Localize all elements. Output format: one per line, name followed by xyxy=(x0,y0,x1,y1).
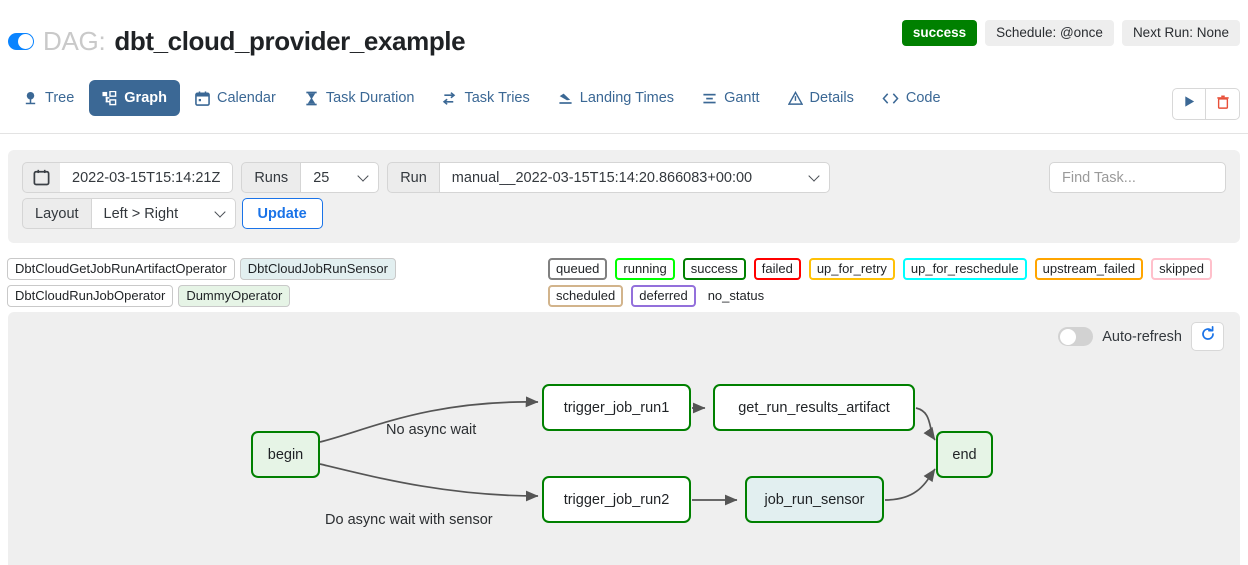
calendar-icon xyxy=(195,90,210,106)
tab-label: Code xyxy=(905,90,941,106)
node-label: trigger_job_run2 xyxy=(563,491,670,508)
layout-label: Layout xyxy=(22,198,92,229)
dag-actions xyxy=(1172,88,1240,120)
tab-label: Tree xyxy=(45,90,75,106)
state-chip-success[interactable]: success xyxy=(682,258,746,280)
page-title: dbt_cloud_provider_example xyxy=(114,26,466,56)
dag-title: DAG: dbt_cloud_provider_example xyxy=(8,26,466,57)
state-legend: queued running success failed up_for_ret… xyxy=(548,258,1248,307)
node-label: trigger_job_run1 xyxy=(563,399,670,416)
state-chip-up-for-retry[interactable]: up_for_retry xyxy=(808,258,895,280)
tab-tree[interactable]: Tree xyxy=(10,80,87,116)
code-icon xyxy=(882,91,899,106)
legend-area: DbtCloudGetJobRunArtifactOperator DbtClo… xyxy=(0,256,1248,307)
graph-edges xyxy=(319,396,936,506)
next-run-badge: Next Run: None xyxy=(1121,20,1240,46)
tab-landing-times[interactable]: Landing Times xyxy=(545,80,687,116)
trigger-dag-button[interactable] xyxy=(1172,88,1206,120)
gantt-icon xyxy=(702,91,717,106)
triangle-icon xyxy=(787,90,803,106)
tab-code[interactable]: Code xyxy=(869,80,954,116)
graph-node-end[interactable]: end xyxy=(936,431,993,478)
toggle-on-icon[interactable] xyxy=(8,33,34,50)
state-chip-scheduled[interactable]: scheduled xyxy=(548,285,624,307)
tab-details[interactable]: Details xyxy=(775,80,867,116)
tab-label: Graph xyxy=(124,90,167,106)
state-chip-skipped[interactable]: skipped xyxy=(1151,258,1212,280)
tab-calendar[interactable]: Calendar xyxy=(182,80,289,116)
operator-chip[interactable]: DbtCloudRunJobOperator xyxy=(7,285,174,307)
edge-label-do-async-wait-with-sensor: Do async wait with sensor xyxy=(325,512,493,528)
tab-label: Landing Times xyxy=(579,90,675,106)
layout-group: Layout Left > Right xyxy=(22,198,236,229)
trash-icon xyxy=(1216,95,1230,114)
retry-icon xyxy=(442,91,457,106)
graph-node-trigger-job-run1[interactable]: trigger_job_run1 xyxy=(542,384,691,431)
runs-label: Runs xyxy=(241,162,302,193)
auto-refresh-toggle[interactable] xyxy=(1058,327,1094,346)
delete-dag-button[interactable] xyxy=(1206,88,1240,120)
graph-icon xyxy=(102,90,117,106)
state-chip-no-status[interactable]: no_status xyxy=(703,285,773,307)
node-label: get_run_results_artifact xyxy=(738,399,890,416)
runs-group: Runs 25 xyxy=(241,162,380,193)
page-header: DAG: dbt_cloud_provider_example success … xyxy=(0,0,1248,72)
state-chip-running[interactable]: running xyxy=(615,258,675,280)
state-chip-deferred[interactable]: deferred xyxy=(631,285,696,307)
find-task-input[interactable]: Find Task... xyxy=(1049,162,1226,193)
state-chip-queued[interactable]: queued xyxy=(548,258,608,280)
graph-node-job-run-sensor[interactable]: job_run_sensor xyxy=(745,476,884,523)
view-tabs: Tree Graph Calendar Task Duration Task T xyxy=(10,80,954,116)
operator-chip[interactable]: DummyOperator xyxy=(178,285,291,307)
tab-graph[interactable]: Graph xyxy=(89,80,180,116)
runs-select[interactable]: 25 xyxy=(301,162,380,193)
tab-label: Details xyxy=(809,90,854,106)
schedule-badge[interactable]: Schedule: @once xyxy=(985,20,1114,46)
tab-task-duration[interactable]: Task Duration xyxy=(291,80,428,116)
run-label: Run xyxy=(387,162,440,193)
node-label: end xyxy=(952,446,977,463)
refresh-button[interactable] xyxy=(1191,322,1224,351)
status-badge: success xyxy=(901,20,978,46)
tab-gantt[interactable]: Gantt xyxy=(689,80,772,116)
play-icon xyxy=(1183,95,1196,113)
execution-date-group: 2022-03-15T15:14:21Z xyxy=(22,162,234,193)
tab-label: Gantt xyxy=(724,90,760,106)
view-tabs-bar: Tree Graph Calendar Task Duration Task T xyxy=(0,74,1248,134)
run-group: Run manual__2022-03-15T15:14:20.866083+0… xyxy=(387,162,830,193)
state-chip-failed[interactable]: failed xyxy=(753,258,801,280)
update-button[interactable]: Update xyxy=(241,198,323,229)
edge-label-no-async-wait: No async wait xyxy=(386,422,477,438)
calendar-icon[interactable] xyxy=(22,162,60,193)
tab-task-tries[interactable]: Task Tries xyxy=(429,80,542,116)
hourglass-icon xyxy=(304,91,319,106)
refresh-icon xyxy=(1200,326,1216,347)
graph-node-begin[interactable]: begin xyxy=(251,431,320,478)
graph-controls-panel: 2022-03-15T15:14:21Z Runs 25 Run manual_… xyxy=(8,150,1240,243)
landing-icon xyxy=(558,91,573,106)
state-chip-upstream-failed[interactable]: upstream_failed xyxy=(1034,258,1144,280)
graph-node-trigger-job-run2[interactable]: trigger_job_run2 xyxy=(542,476,691,523)
graph-node-get-run-results-artifact[interactable]: get_run_results_artifact xyxy=(713,384,915,431)
tree-icon xyxy=(23,91,38,106)
dag-status-badges: success Schedule: @once Next Run: None xyxy=(901,20,1240,46)
controls-row-top: 2022-03-15T15:14:21Z Runs 25 Run manual_… xyxy=(22,162,838,193)
tab-label: Task Tries xyxy=(464,90,530,106)
tab-label: Task Duration xyxy=(325,90,415,106)
operator-chip[interactable]: DbtCloudJobRunSensor xyxy=(239,258,396,280)
operator-chip[interactable]: DbtCloudGetJobRunArtifactOperator xyxy=(7,258,235,280)
refresh-controls: Auto-refresh xyxy=(1058,322,1224,351)
dag-graph-panel: Auto-refresh begin tri xyxy=(8,312,1240,565)
operator-legend: DbtCloudGetJobRunArtifactOperator DbtClo… xyxy=(7,258,537,307)
node-label: job_run_sensor xyxy=(764,491,865,508)
execution-date-input[interactable]: 2022-03-15T15:14:21Z xyxy=(60,162,234,193)
dag-prefix-label: DAG: xyxy=(43,26,106,56)
layout-select[interactable]: Left > Right xyxy=(91,198,236,229)
node-label: begin xyxy=(267,446,304,463)
controls-row-bottom: Layout Left > Right Update xyxy=(22,198,323,229)
run-select[interactable]: manual__2022-03-15T15:14:20.866083+00:00 xyxy=(439,162,830,193)
tab-label: Calendar xyxy=(216,90,276,106)
state-chip-up-for-reschedule[interactable]: up_for_reschedule xyxy=(902,258,1027,280)
auto-refresh-label: Auto-refresh xyxy=(1102,328,1182,345)
